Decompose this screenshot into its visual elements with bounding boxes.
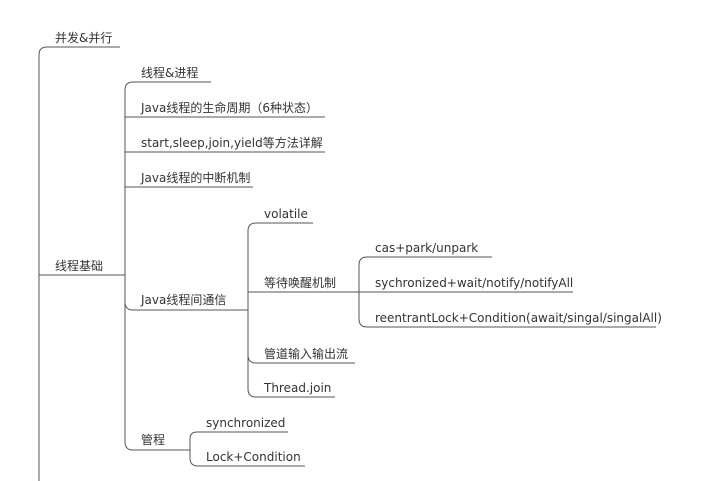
node-communication[interactable]: Java线程间通信 [141,293,227,307]
node-wait-notify[interactable]: 等待唤醒机制 [264,276,337,290]
node-lifecycle[interactable]: Java线程的生命周期（6种状态） [141,101,318,115]
node-cas-park[interactable]: cas+park/unpark [375,241,479,255]
node-lock-condition[interactable]: Lock+Condition [206,450,301,464]
node-thread-join[interactable]: Thread.join [264,381,332,395]
node-methods[interactable]: start,sleep,join,yield等方法详解 [141,136,323,150]
node-sync-wait[interactable]: sychronized+wait/notify/notifyAll [375,276,574,290]
top-node-concurrency[interactable]: 并发&并行 [55,31,113,45]
node-reentrant-lock[interactable]: reentrantLock+Condition(await/singal/sin… [375,311,662,325]
connector-top [38,46,120,481]
root-node-thread-basics[interactable]: 线程基础 [55,259,104,273]
node-synchronized[interactable]: synchronized [206,416,286,430]
node-interrupt[interactable]: Java线程的中断机制 [141,171,251,185]
node-monitor[interactable]: 管程 [141,433,166,447]
node-pipe[interactable]: 管道输入输出流 [264,347,349,361]
node-thread-process[interactable]: 线程&进程 [141,66,199,80]
node-volatile[interactable]: volatile [264,207,308,221]
